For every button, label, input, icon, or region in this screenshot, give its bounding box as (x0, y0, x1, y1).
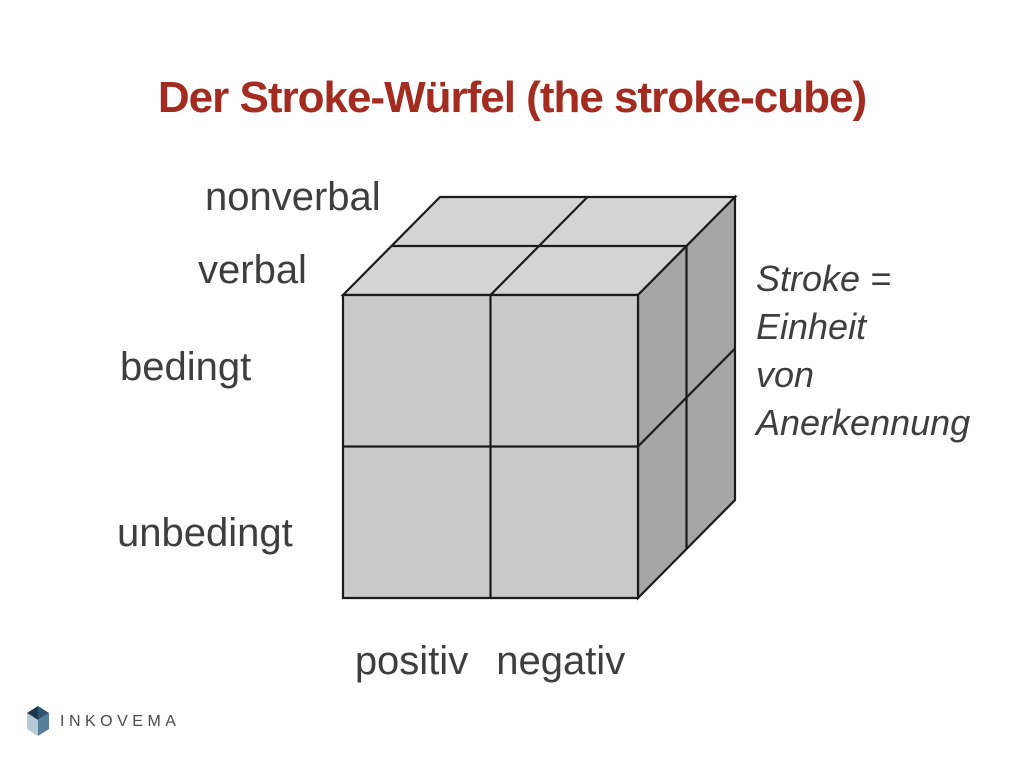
page-title: Der Stroke-Würfel (the stroke-cube) (157, 73, 867, 122)
inkovema-logo: INKOVEMA (27, 706, 180, 736)
logo-cube-face-top-right (38, 706, 49, 720)
axis-label-unbedingt: unbedingt (117, 511, 293, 555)
cube-grid-line-right-diagonal (637, 347, 736, 448)
logo-cube-face-left (27, 713, 38, 736)
axis-label-negativ: negativ (496, 639, 626, 683)
axis-label-verbal: verbal (198, 248, 307, 292)
logo-text: INKOVEMA (60, 713, 181, 730)
axis-labels-columns: positiv negativ (340, 641, 640, 681)
logo-cube-face-right (38, 713, 49, 736)
axis-label-nonverbal: nonverbal (205, 175, 381, 219)
annotation-line: Einheit (756, 306, 867, 347)
cube-edges (340, 194, 738, 601)
annotation-line: Stroke = (756, 258, 892, 299)
stroke-definition-annotation: Stroke = Einheit von Anerkennung (756, 255, 970, 447)
annotation-line: Anerkennung (756, 402, 971, 443)
axis-label-positiv: positiv (354, 639, 469, 683)
annotation-line: von (756, 354, 815, 395)
logo-cube-face-top-left (27, 706, 38, 720)
cube-icon (27, 706, 49, 736)
axis-label-bedingt: bedingt (120, 345, 252, 389)
